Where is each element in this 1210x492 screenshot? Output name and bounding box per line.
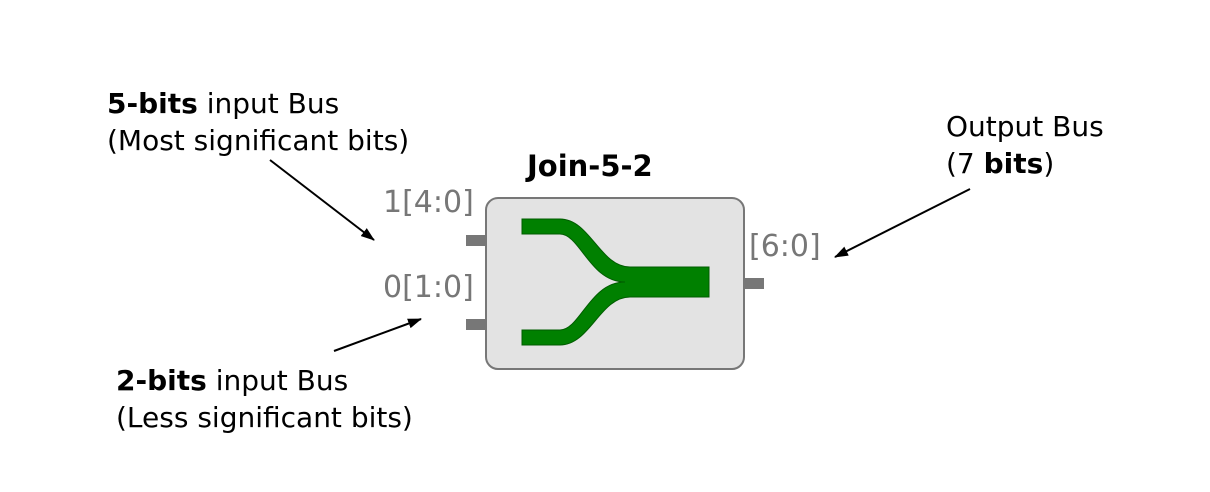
lsb-input-annotation: 2-bits input Bus (Less significant bits)	[116, 362, 413, 436]
input-port-msb[interactable]	[466, 235, 487, 246]
msb-input-annotation: 5-bits input Bus (Most significant bits)	[107, 85, 409, 159]
input-port-lsb[interactable]	[466, 319, 487, 330]
output-port[interactable]	[743, 278, 764, 289]
lsb-annotation-text: input Bus	[206, 364, 349, 397]
input-lsb-port-label: 0[1:0]	[383, 270, 474, 305]
lsb-annotation-line1: 2-bits input Bus	[116, 362, 413, 399]
lsb-bit-count: 2-bits	[116, 364, 207, 397]
lsb-annotation-arrow	[333, 318, 422, 352]
output-annotation-line1: Output Bus	[946, 110, 1104, 143]
output-annotation-arrow	[834, 188, 971, 258]
msb-annotation-line2: (Most significant bits)	[107, 124, 410, 157]
msb-annotation-arrow	[269, 159, 375, 241]
output-annotation-line2: (7 bits)	[946, 145, 1104, 182]
output-annotation-suffix: )	[1043, 147, 1055, 180]
join-symbol-icon	[521, 218, 710, 346]
output-annotation: Output Bus (7 bits)	[946, 108, 1104, 182]
msb-bit-count: 5-bits	[107, 87, 198, 120]
output-annotation-prefix: (7	[946, 147, 984, 180]
msb-annotation-line1: 5-bits input Bus	[107, 85, 409, 122]
output-port-label: [6:0]	[749, 229, 821, 264]
block-title: Join-5-2	[527, 149, 653, 183]
msb-annotation-text: input Bus	[197, 87, 340, 120]
lsb-annotation-line2: (Less significant bits)	[116, 401, 413, 434]
input-msb-port-label: 1[4:0]	[383, 185, 474, 220]
output-annotation-bits: bits	[983, 147, 1044, 180]
